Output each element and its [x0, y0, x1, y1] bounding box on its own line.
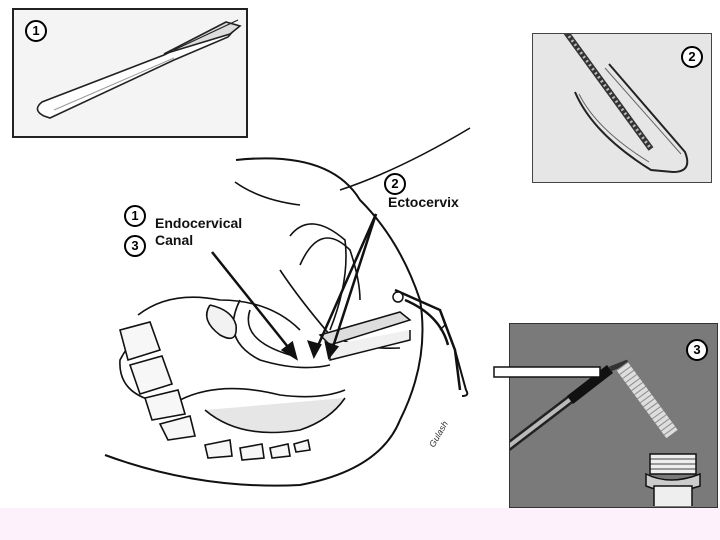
- spine-vertebrae: [119, 321, 311, 461]
- endocervical-label-line2: Canal: [155, 232, 194, 248]
- endocervical-pointer: [211, 251, 293, 353]
- endocervical-label-line1: Endocervical: [155, 215, 243, 231]
- pointer-arrows: [211, 213, 378, 361]
- panel-broom: 3: [493, 323, 718, 517]
- ectocervix-arrowhead-b: [324, 341, 340, 360]
- ectocervix-arrowhead-a: [307, 340, 322, 360]
- panel-3-number: 3: [686, 339, 708, 361]
- pelvic-cross-section: [104, 127, 471, 487]
- panel-1-number: 1: [25, 20, 47, 42]
- brush-illustration: [560, 26, 689, 174]
- endocervical-arrowhead: [280, 340, 299, 361]
- ectocervix-label: Ectocervix: [388, 194, 459, 210]
- panel-2-number: 2: [681, 46, 703, 68]
- brush-tool: [560, 26, 689, 174]
- broom-tool: [493, 359, 678, 460]
- ectocervix-number-2: 2: [384, 173, 406, 195]
- endocervical-number-1: 1: [124, 205, 146, 227]
- ectocervix-pointer-a: [315, 213, 378, 349]
- spatula-illustration: [36, 19, 242, 119]
- panel-spatula: 1: [12, 8, 248, 138]
- specimen-vial: [645, 453, 701, 517]
- ectocervix-pointer-b: [330, 213, 378, 351]
- illustrator-signature: Gulash: [427, 419, 450, 449]
- spatula-tool: [36, 19, 242, 119]
- panel-brush: 2: [532, 26, 712, 183]
- footer-strip: [0, 508, 720, 540]
- endocervical-number-3: 3: [124, 235, 146, 257]
- speculum: [318, 288, 469, 397]
